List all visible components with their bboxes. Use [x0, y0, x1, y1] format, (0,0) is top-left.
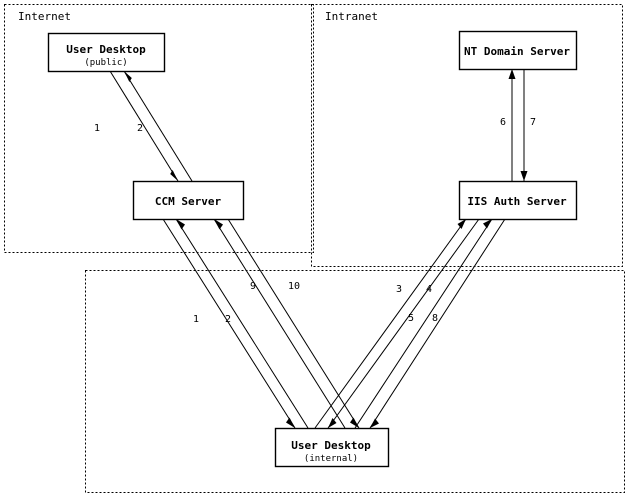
arrow-head-1-public: [170, 170, 178, 181]
arrow-head-8: [370, 418, 379, 428]
node-title-user-desktop-internal: User Desktop: [291, 439, 371, 452]
arrow-head-6: [508, 69, 516, 79]
node-box-user-desktop-internal[interactable]: [274, 427, 390, 468]
node-title-ccm-server: CCM Server: [155, 195, 222, 208]
flow-label-group: 1 2 1 2 9 10 3 4 5 8 6 7: [94, 117, 536, 325]
zone-boundary-internal-lan: [85, 270, 625, 493]
node-label-group: User Desktop (public) CCM Server NT Doma…: [66, 43, 570, 464]
flow-label-7: 7: [530, 117, 536, 128]
arrow-head-10: [350, 417, 359, 428]
flow-label-8: 8: [432, 313, 438, 324]
zone-label-intranet: Intranet: [325, 10, 378, 23]
node-title-user-desktop-public: User Desktop: [66, 43, 146, 56]
node-box-ccm-server[interactable]: [132, 180, 245, 221]
node-box-user-desktop-public[interactable]: [47, 32, 166, 73]
flow-label-1-internal: 1: [193, 314, 199, 325]
flow-line-9: [213, 218, 346, 429]
flow-label-9: 9: [250, 281, 256, 292]
flow-line-10: [227, 218, 360, 429]
flow-line-8: [369, 218, 506, 429]
node-box-nt-domain-server[interactable]: [458, 30, 578, 71]
flow-label-10: 10: [288, 281, 300, 292]
arrow-head-4: [328, 418, 337, 428]
flow-line-1-internal: [162, 218, 296, 429]
node-subtitle-user-desktop-public: (public): [84, 58, 127, 68]
zone-label-internet: Internet: [18, 10, 71, 23]
node-title-nt-domain-server: NT Domain Server: [464, 45, 570, 58]
arrow-head-5: [483, 219, 492, 229]
flow-line-5: [354, 218, 493, 429]
flow-label-5: 5: [408, 313, 414, 324]
node-box-iis-auth-server[interactable]: [458, 180, 578, 221]
arrow-head-2-internal: [176, 219, 185, 230]
node-subtitle-user-desktop-internal: (internal): [304, 454, 358, 464]
zone-boundary-internet: [4, 4, 314, 253]
flow-line-1-public: [109, 70, 179, 182]
flow-label-1-public: 1: [94, 123, 100, 134]
arrow-head-7: [520, 171, 528, 181]
flow-line-4: [327, 218, 480, 429]
flow-label-2-internal: 2: [225, 314, 231, 325]
arrow-head-1-internal: [286, 417, 295, 428]
arrow-head-3: [457, 219, 466, 229]
node-title-iis-auth-server: IIS Auth Server: [467, 195, 567, 208]
zone-label-group: Internet Intranet: [18, 10, 378, 23]
flow-line-2-internal: [175, 218, 309, 429]
arrow-head-2-public: [124, 71, 132, 82]
arrow-head-9: [214, 219, 223, 230]
flow-label-3: 3: [396, 284, 402, 295]
flow-line-3: [314, 218, 467, 429]
flow-label-6: 6: [500, 117, 506, 128]
flow-label-4: 4: [426, 284, 432, 295]
zone-boundary-intranet: [311, 4, 623, 267]
flow-line-group: [109, 69, 528, 429]
flow-line-2-public: [123, 70, 193, 182]
zone-group: [4, 4, 625, 493]
flow-label-2-public: 2: [137, 123, 143, 134]
node-group: [47, 30, 578, 468]
